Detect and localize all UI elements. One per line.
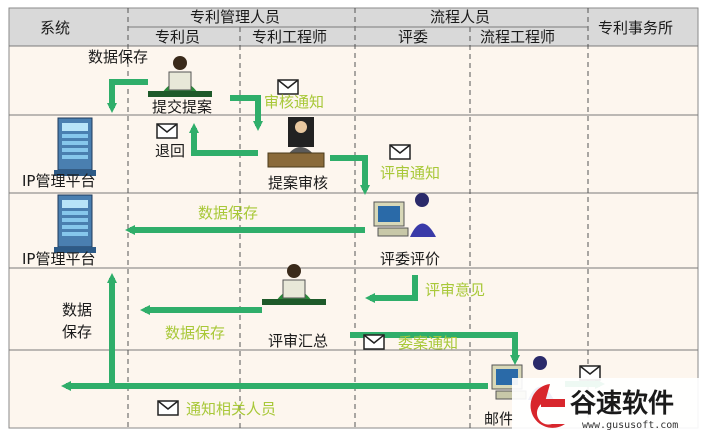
label-notify-people: 通知相关人员 (186, 400, 276, 418)
arrow-review-opinion (365, 275, 418, 303)
node-mail: 邮件 (484, 410, 514, 428)
envelope-icon (156, 123, 178, 139)
header-process-staff: 流程人员 (430, 8, 490, 26)
header-system: 系统 (40, 19, 70, 37)
label-data-save-mid: 数据保存 (198, 204, 258, 222)
label-data-save-left-2: 保存 (62, 323, 92, 341)
header-patent-office: 专利事务所 (598, 19, 673, 37)
arrow-commission (350, 332, 520, 365)
person-at-desk-icon (262, 264, 326, 305)
arrow-save-top (107, 79, 148, 113)
envelope-icon (579, 365, 601, 381)
arrow-review-notice (230, 95, 263, 131)
label-review-opinion: 评审意见 (425, 281, 485, 299)
watermark-url: www.gususoft.com (582, 420, 678, 431)
person-at-desk-icon (148, 56, 212, 97)
label-data-save-top: 数据保存 (88, 48, 148, 66)
node-ip-platform-1: IP管理平台 (22, 172, 95, 190)
envelope-icon (277, 79, 299, 95)
person-at-desk-icon (267, 117, 325, 168)
flow-arrows (61, 79, 605, 391)
node-reviewer-eval: 评委评价 (380, 250, 440, 268)
arrow-eval-notice (330, 155, 370, 195)
header-patent-clerk: 专利员 (155, 28, 200, 46)
outer-border (8, 7, 699, 429)
node-proposal-review: 提案审核 (268, 174, 328, 192)
node-ip-platform-2: IP管理平台 (22, 250, 95, 268)
person-at-computer-icon (373, 193, 436, 237)
envelope-icon (157, 400, 179, 416)
label-return: 退回 (155, 142, 185, 160)
watermark-brand: 谷速软件 (570, 389, 674, 419)
header-patent-management: 专利管理人员 (190, 8, 280, 26)
envelope-icon (363, 334, 385, 350)
node-review-summary: 评审汇总 (268, 332, 328, 350)
label-data-save-left-1: 数据 (62, 301, 92, 319)
label-evaluation-notice: 评审通知 (380, 164, 440, 182)
header-patent-engineer: 专利工程师 (252, 28, 327, 46)
header-reviewer: 评委 (398, 28, 428, 46)
server-icon (54, 194, 96, 253)
node-submit-proposal: 提交提案 (152, 98, 212, 116)
arrow-return (189, 123, 258, 156)
body-band (9, 46, 698, 428)
row-separators (9, 45, 698, 351)
server-icon (54, 117, 96, 176)
label-data-save-low: 数据保存 (165, 324, 225, 342)
label-commission-notice: 委案通知 (398, 334, 458, 352)
label-review-notice: 审核通知 (264, 93, 324, 111)
brand-logo-icon (530, 384, 565, 428)
envelope-icon (389, 144, 411, 160)
watermark: 谷速软件 www.gususoft.com (512, 378, 707, 435)
header-process-engineer: 流程工程师 (480, 28, 555, 46)
